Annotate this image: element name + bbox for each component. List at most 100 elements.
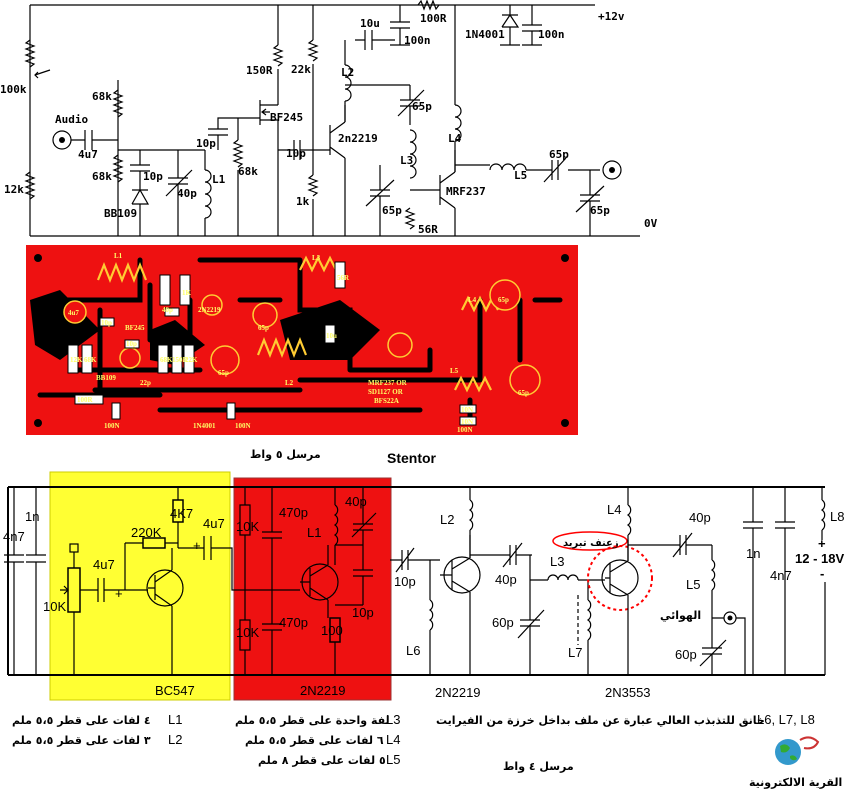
r10k-b-label: 10K bbox=[236, 625, 259, 640]
t2n2219-label: 2n2219 bbox=[338, 132, 378, 145]
pcb-c65p-d: 65p bbox=[518, 389, 529, 397]
note-l4-text: ٦ لفات على قطر ٥،٥ ملم bbox=[245, 734, 384, 747]
note-l1-text: ٤ لفات على قطر ٥،٥ ملم bbox=[12, 714, 151, 727]
r10k-a-label: 10K bbox=[236, 519, 259, 534]
pcb-100n-c: 100N bbox=[457, 426, 473, 434]
pcb-r56r: 56R bbox=[337, 274, 350, 282]
l2-bottom-label: L2 bbox=[440, 512, 454, 527]
r68k-a-label: 68k bbox=[92, 90, 112, 103]
l3-label: L3 bbox=[400, 154, 413, 167]
r100r-label: 100R bbox=[420, 12, 447, 25]
c470p-a-label: 470p bbox=[279, 505, 308, 520]
supply-minus: - bbox=[820, 566, 824, 581]
d1n4001-label: 1N4001 bbox=[465, 28, 505, 41]
title-stentor: Stentor bbox=[387, 450, 437, 466]
pcb-l2: L2 bbox=[285, 379, 294, 387]
note-l1-label: L1 bbox=[168, 712, 182, 727]
pcb-r1k: 1K bbox=[182, 289, 192, 297]
pcb-l1: L1 bbox=[114, 252, 123, 260]
c10p-b-label: 10p bbox=[196, 137, 216, 150]
l1-label: L1 bbox=[212, 173, 226, 186]
stage2-label: 2N2219 bbox=[300, 683, 346, 698]
pcb-100n-b: 100N bbox=[235, 422, 251, 430]
c100n-b-label: 100n bbox=[538, 28, 565, 41]
pcb-l3: L3 bbox=[312, 254, 321, 262]
l5-bottom-label: L5 bbox=[686, 577, 700, 592]
pcb-c65p-b: 65p bbox=[218, 369, 229, 377]
pcb-mrf-line2: SD1127 OR bbox=[368, 388, 404, 396]
cooling-fin-label: زعنف تبريد bbox=[563, 538, 619, 549]
c10p-stage-label: 10p bbox=[394, 574, 416, 589]
stage4-label: 2N3553 bbox=[605, 685, 651, 700]
bottom-schematic: 4n7 1n 10K 4u7 + 220K 4K7 4u7 + BC547 10… bbox=[3, 471, 844, 701]
c65p-c-label: 65p bbox=[549, 148, 569, 161]
l4-bottom-label: L4 bbox=[607, 502, 621, 517]
l8-label: L8 bbox=[830, 509, 844, 524]
pcb-10n-a: 10N bbox=[461, 406, 473, 414]
l5-label: L5 bbox=[514, 169, 527, 182]
c10u-label: 10u bbox=[360, 17, 380, 30]
note-l3-text: لفة واحدة على قطر ٥،٥ ملم bbox=[235, 714, 390, 727]
pcb-layout: L1 L2 L3 L4 L5 4u7 BF245 10p 10p 1K 2N22… bbox=[26, 245, 578, 435]
bf245-label: BF245 bbox=[270, 111, 303, 124]
c40p-label: 40p bbox=[177, 187, 197, 200]
l3-bottom-label: L3 bbox=[550, 554, 564, 569]
r100-label: 100 bbox=[321, 623, 343, 638]
pcb-coils bbox=[96, 255, 499, 393]
pcb-10n-b: 10N bbox=[461, 418, 473, 426]
c60p-b-label: 60p bbox=[675, 647, 697, 662]
r68k-b-label: 68k bbox=[92, 170, 112, 183]
pcb-l5: L5 bbox=[450, 367, 459, 375]
c10p-c-label: 10p bbox=[286, 147, 306, 160]
l6-label: L6 bbox=[406, 643, 420, 658]
c4u7-a-label: 4u7 bbox=[93, 557, 115, 572]
c100n-a-label: 100n bbox=[404, 34, 431, 47]
pcb-bb109: BB109 bbox=[96, 374, 116, 382]
pcb-c65p-c: 65p bbox=[498, 296, 509, 304]
c40p-b-label: 40p bbox=[495, 572, 517, 587]
l7-label: L7 bbox=[568, 645, 582, 660]
l2-label: L2 bbox=[341, 66, 354, 79]
c40p-c-label: 40p bbox=[689, 510, 711, 525]
r4k7-label: 4K7 bbox=[170, 506, 193, 521]
bb109-label: BB109 bbox=[104, 207, 137, 220]
stage3-label: 2N2219 bbox=[435, 685, 481, 700]
pot-10k-label: 10K bbox=[43, 599, 66, 614]
note-l4-label: L4 bbox=[386, 732, 400, 747]
pcb-c4u7: 4u7 bbox=[68, 309, 79, 317]
r68k-c-label: 68k bbox=[238, 165, 258, 178]
pcb-c10p-b: 10p bbox=[126, 340, 137, 348]
pcb-100n-a: 100N bbox=[104, 422, 120, 430]
pcb-bf245: BF245 bbox=[125, 324, 145, 332]
pcb-resistor-pads bbox=[67, 261, 477, 426]
c1n-left-label: 1n bbox=[25, 509, 39, 524]
r150r-label: 150R bbox=[246, 64, 273, 77]
audio-label: Audio bbox=[55, 113, 88, 126]
note-l3-label: L3 bbox=[386, 712, 400, 727]
r1k-label: 1k bbox=[296, 195, 310, 208]
pcb-c10u: 10u bbox=[326, 332, 337, 340]
pot-100k-label: 100k bbox=[0, 83, 27, 96]
pcb-r22k: 22K bbox=[185, 356, 198, 364]
pcb-r150r: 150R bbox=[172, 356, 189, 364]
c1n-right-label: 1n bbox=[746, 546, 760, 561]
stage1-label: BC547 bbox=[155, 683, 195, 698]
note-l678-label: L6, L7, L8 bbox=[757, 712, 815, 727]
pcb-mounting-holes bbox=[34, 254, 569, 427]
c4u7-a-plus: + bbox=[115, 586, 123, 601]
pcb-trimmers bbox=[63, 279, 541, 396]
c470p-b-label: 470p bbox=[279, 615, 308, 630]
c65p-a-label: 65p bbox=[412, 100, 432, 113]
logo-text: القرية الالكترونية bbox=[749, 776, 842, 789]
pcb-r12k: 12K bbox=[70, 356, 83, 364]
c4u7-b-label: 4u7 bbox=[203, 516, 225, 531]
note-l2-label: L2 bbox=[168, 732, 182, 747]
r22k-label: 22k bbox=[291, 63, 311, 76]
r56r-label: 56R bbox=[418, 223, 438, 236]
caption-5w: مرسل ٥ واط bbox=[250, 448, 321, 461]
l4-label: L4 bbox=[448, 132, 462, 145]
c4n7-left-label: 4n7 bbox=[3, 529, 25, 544]
pcb-r68k-a: 68K bbox=[84, 356, 97, 364]
supply-label: +12v bbox=[598, 10, 625, 23]
